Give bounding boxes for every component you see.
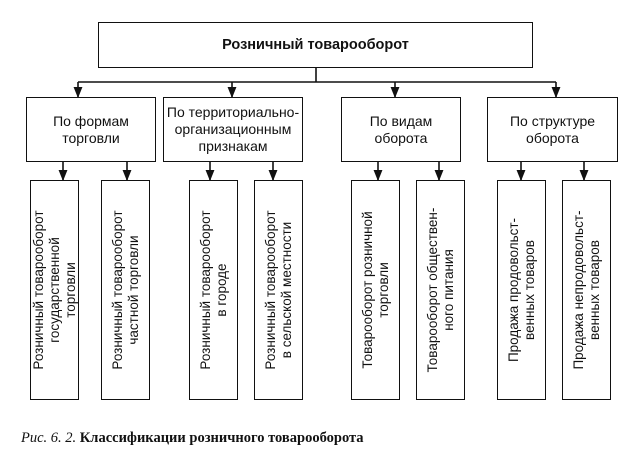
leaf-box-nonfood-sales: Продажа непродовольст- венных товаров (562, 180, 611, 400)
category-label: По структуре оборота (509, 112, 596, 146)
leaf-label: Розничный товарооборот частной торговли (109, 210, 141, 370)
category-label: По формам торговли (53, 112, 129, 146)
figure-number: Рис. 6. 2. (21, 430, 77, 446)
leaf-box-food-sales: Продажа продовольст- венных товаров (497, 180, 546, 400)
category-label: По территориально- организационным призн… (166, 104, 300, 154)
category-label: По видам оборота (369, 112, 433, 146)
leaf-label: Товарооборот розничной торговли (359, 211, 391, 369)
category-box-structure: По структуре оборота (487, 97, 618, 162)
leaf-label: Розничный товарооборот в городе (197, 210, 229, 370)
figure-caption: Рис. 6. 2. Классификации розничного това… (21, 430, 364, 447)
leaf-box-retail-turnover: Товарооборот розничной торговли (351, 180, 400, 400)
leaf-label: Товарооборот обществен- ного питания (424, 207, 456, 373)
leaf-box-city: Розничный товарооборот в городе (189, 180, 238, 400)
leaf-label: Розничный товарооборот в сельской местно… (262, 210, 294, 370)
category-box-types: По видам оборота (341, 97, 461, 162)
leaf-box-catering-turnover: Товарооборот обществен- ного питания (416, 180, 465, 400)
root-label: Розничный товарооборот (222, 37, 409, 53)
leaf-label: Продажа продовольст- венных товаров (505, 217, 537, 363)
leaf-box-private-trade: Розничный товарооборот частной торговли (101, 180, 150, 400)
leaf-label: Розничный товарооборот государственной т… (30, 210, 78, 370)
caption-text: Классификации розничного товарооборота (79, 430, 364, 446)
leaf-box-rural: Розничный товарооборот в сельской местно… (254, 180, 303, 400)
root-box: Розничный товарооборот (98, 22, 533, 68)
category-box-territorial: По территориально- организационным призн… (163, 97, 303, 162)
category-box-forms: По формам торговли (26, 97, 156, 162)
leaf-label: Продажа непродовольст- венных товаров (570, 210, 602, 370)
leaf-box-state-trade: Розничный товарооборот государственной т… (30, 180, 79, 400)
